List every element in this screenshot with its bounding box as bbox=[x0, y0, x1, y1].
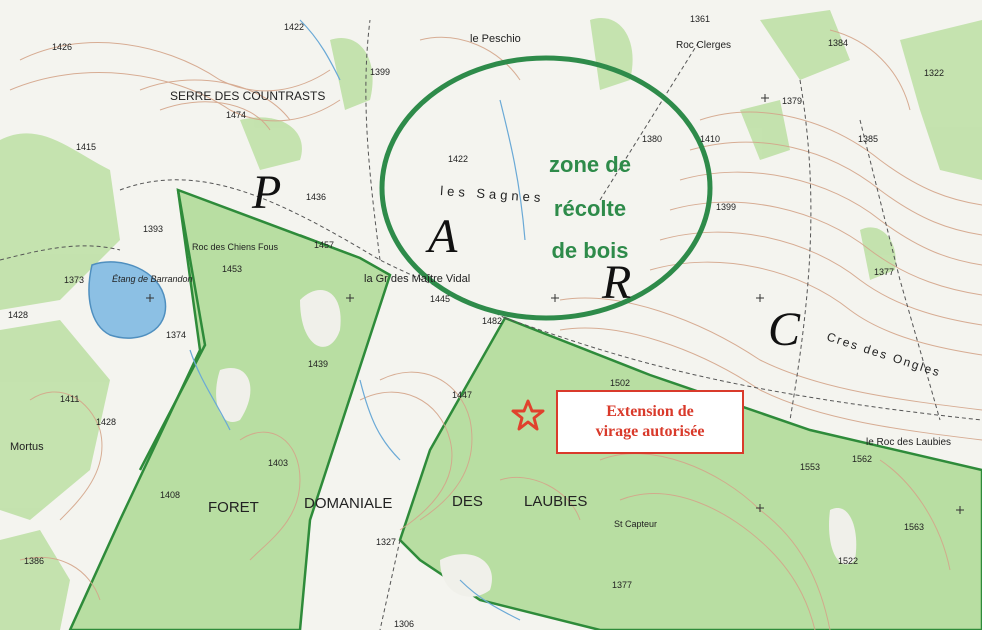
forest-name-word-2: DOMANIALE bbox=[304, 495, 392, 512]
elevation-label: 1422 bbox=[448, 154, 468, 164]
parc-letter-r: R bbox=[601, 256, 631, 309]
elevation-label: 1322 bbox=[924, 68, 944, 78]
elevation-label: 1447 bbox=[452, 390, 472, 400]
zone-label-line-1: zone de bbox=[549, 152, 631, 177]
elevation-label: 1380 bbox=[642, 134, 662, 144]
elevation-label: 1377 bbox=[612, 580, 632, 590]
elevation-label: 1445 bbox=[430, 294, 450, 304]
place-roc-clerges: Roc Clerges bbox=[676, 40, 731, 51]
parc-letter-p: P bbox=[251, 166, 281, 219]
elevation-label: 1522 bbox=[838, 556, 858, 566]
elevation-label: 1411 bbox=[60, 394, 79, 404]
place-st-capteur: St Capteur bbox=[614, 519, 657, 529]
place-serre-des-countrasts: SERRE DES COUNTRASTS bbox=[170, 89, 325, 103]
zone-label-line-2: récolte bbox=[553, 196, 627, 221]
elevation-label: 1393 bbox=[143, 224, 163, 234]
forest-name-word-1: FORET bbox=[208, 499, 259, 516]
elevation-label: 1373 bbox=[64, 275, 84, 285]
elevation-label: 1377 bbox=[874, 267, 894, 277]
elevation-labels: 1426 1422 1415 1393 1373 1428 1411 1428 … bbox=[8, 14, 944, 629]
callout-virage: Extension de virage autorisée bbox=[556, 390, 744, 454]
forest-name-word-4: LAUBIES bbox=[524, 493, 587, 510]
elevation-label: 1379 bbox=[782, 96, 802, 106]
callout-line-1: Extension de bbox=[606, 403, 694, 420]
elevation-label: 1385 bbox=[858, 134, 878, 144]
cross-markers bbox=[146, 94, 964, 514]
elevation-label: 1553 bbox=[800, 462, 820, 472]
parc-letter-c: C bbox=[768, 303, 801, 356]
forest-name-word-3: DES bbox=[452, 493, 483, 510]
elevation-label: 1436 bbox=[306, 192, 326, 202]
forest-domaniale bbox=[68, 188, 982, 630]
elevation-label: 1457 bbox=[314, 240, 334, 250]
elevation-label: 1399 bbox=[716, 202, 736, 212]
forest-inner-boundary bbox=[138, 189, 207, 471]
elevation-label: 1361 bbox=[690, 14, 710, 24]
elevation-label: 1428 bbox=[96, 417, 116, 427]
clearing bbox=[300, 290, 341, 347]
elevation-label: 1399 bbox=[370, 67, 390, 77]
star-icon bbox=[511, 399, 545, 431]
streams bbox=[189, 19, 526, 621]
elevation-label: 1374 bbox=[166, 330, 186, 340]
zone-label-line-3: de bois bbox=[551, 238, 629, 263]
clearing bbox=[829, 508, 857, 565]
trails bbox=[0, 19, 982, 630]
place-roc-laubies: le Roc des Laubies bbox=[866, 437, 951, 448]
etang-lake bbox=[88, 261, 167, 339]
place-gr-maitre-vidal: la Gr des Maître Vidal bbox=[364, 273, 470, 285]
elevation-label: 1422 bbox=[284, 22, 304, 32]
callout-line-2: virage autorisée bbox=[595, 423, 705, 440]
place-mortus: Mortus bbox=[10, 441, 44, 453]
place-roc-chiens-fous: Roc des Chiens Fous bbox=[192, 242, 279, 252]
elevation-label: 1562 bbox=[852, 454, 872, 464]
clearing bbox=[216, 368, 251, 422]
elevation-label: 1306 bbox=[394, 619, 414, 629]
elevation-label: 1482 bbox=[482, 316, 502, 326]
elevation-label: 1474 bbox=[226, 110, 246, 120]
place-etang: Étang de Barrandon bbox=[112, 274, 193, 284]
elevation-label: 1439 bbox=[308, 359, 328, 369]
clearing bbox=[440, 554, 492, 597]
elevation-label: 1502 bbox=[610, 378, 630, 388]
elevation-label: 1410 bbox=[700, 134, 720, 144]
elevation-label: 1386 bbox=[24, 556, 44, 566]
harvest-zone-ellipse bbox=[379, 55, 713, 321]
place-les-sagnes: les Sagnes bbox=[440, 183, 545, 205]
elevation-label: 1327 bbox=[376, 537, 396, 547]
elevation-label: 1403 bbox=[268, 458, 288, 468]
elevation-label: 1428 bbox=[8, 310, 28, 320]
elevation-label: 1563 bbox=[904, 522, 924, 532]
elevation-label: 1453 bbox=[222, 264, 242, 274]
elevation-label: 1384 bbox=[828, 38, 848, 48]
forest-north-edge bbox=[299, 234, 391, 276]
forest-patches bbox=[0, 10, 982, 630]
elevation-label: 1426 bbox=[52, 42, 72, 52]
parc-letter-a: A bbox=[425, 210, 458, 263]
elevation-label: 1408 bbox=[160, 490, 180, 500]
place-le-peschio: le Peschio bbox=[470, 33, 521, 45]
elevation-label: 1415 bbox=[76, 142, 96, 152]
